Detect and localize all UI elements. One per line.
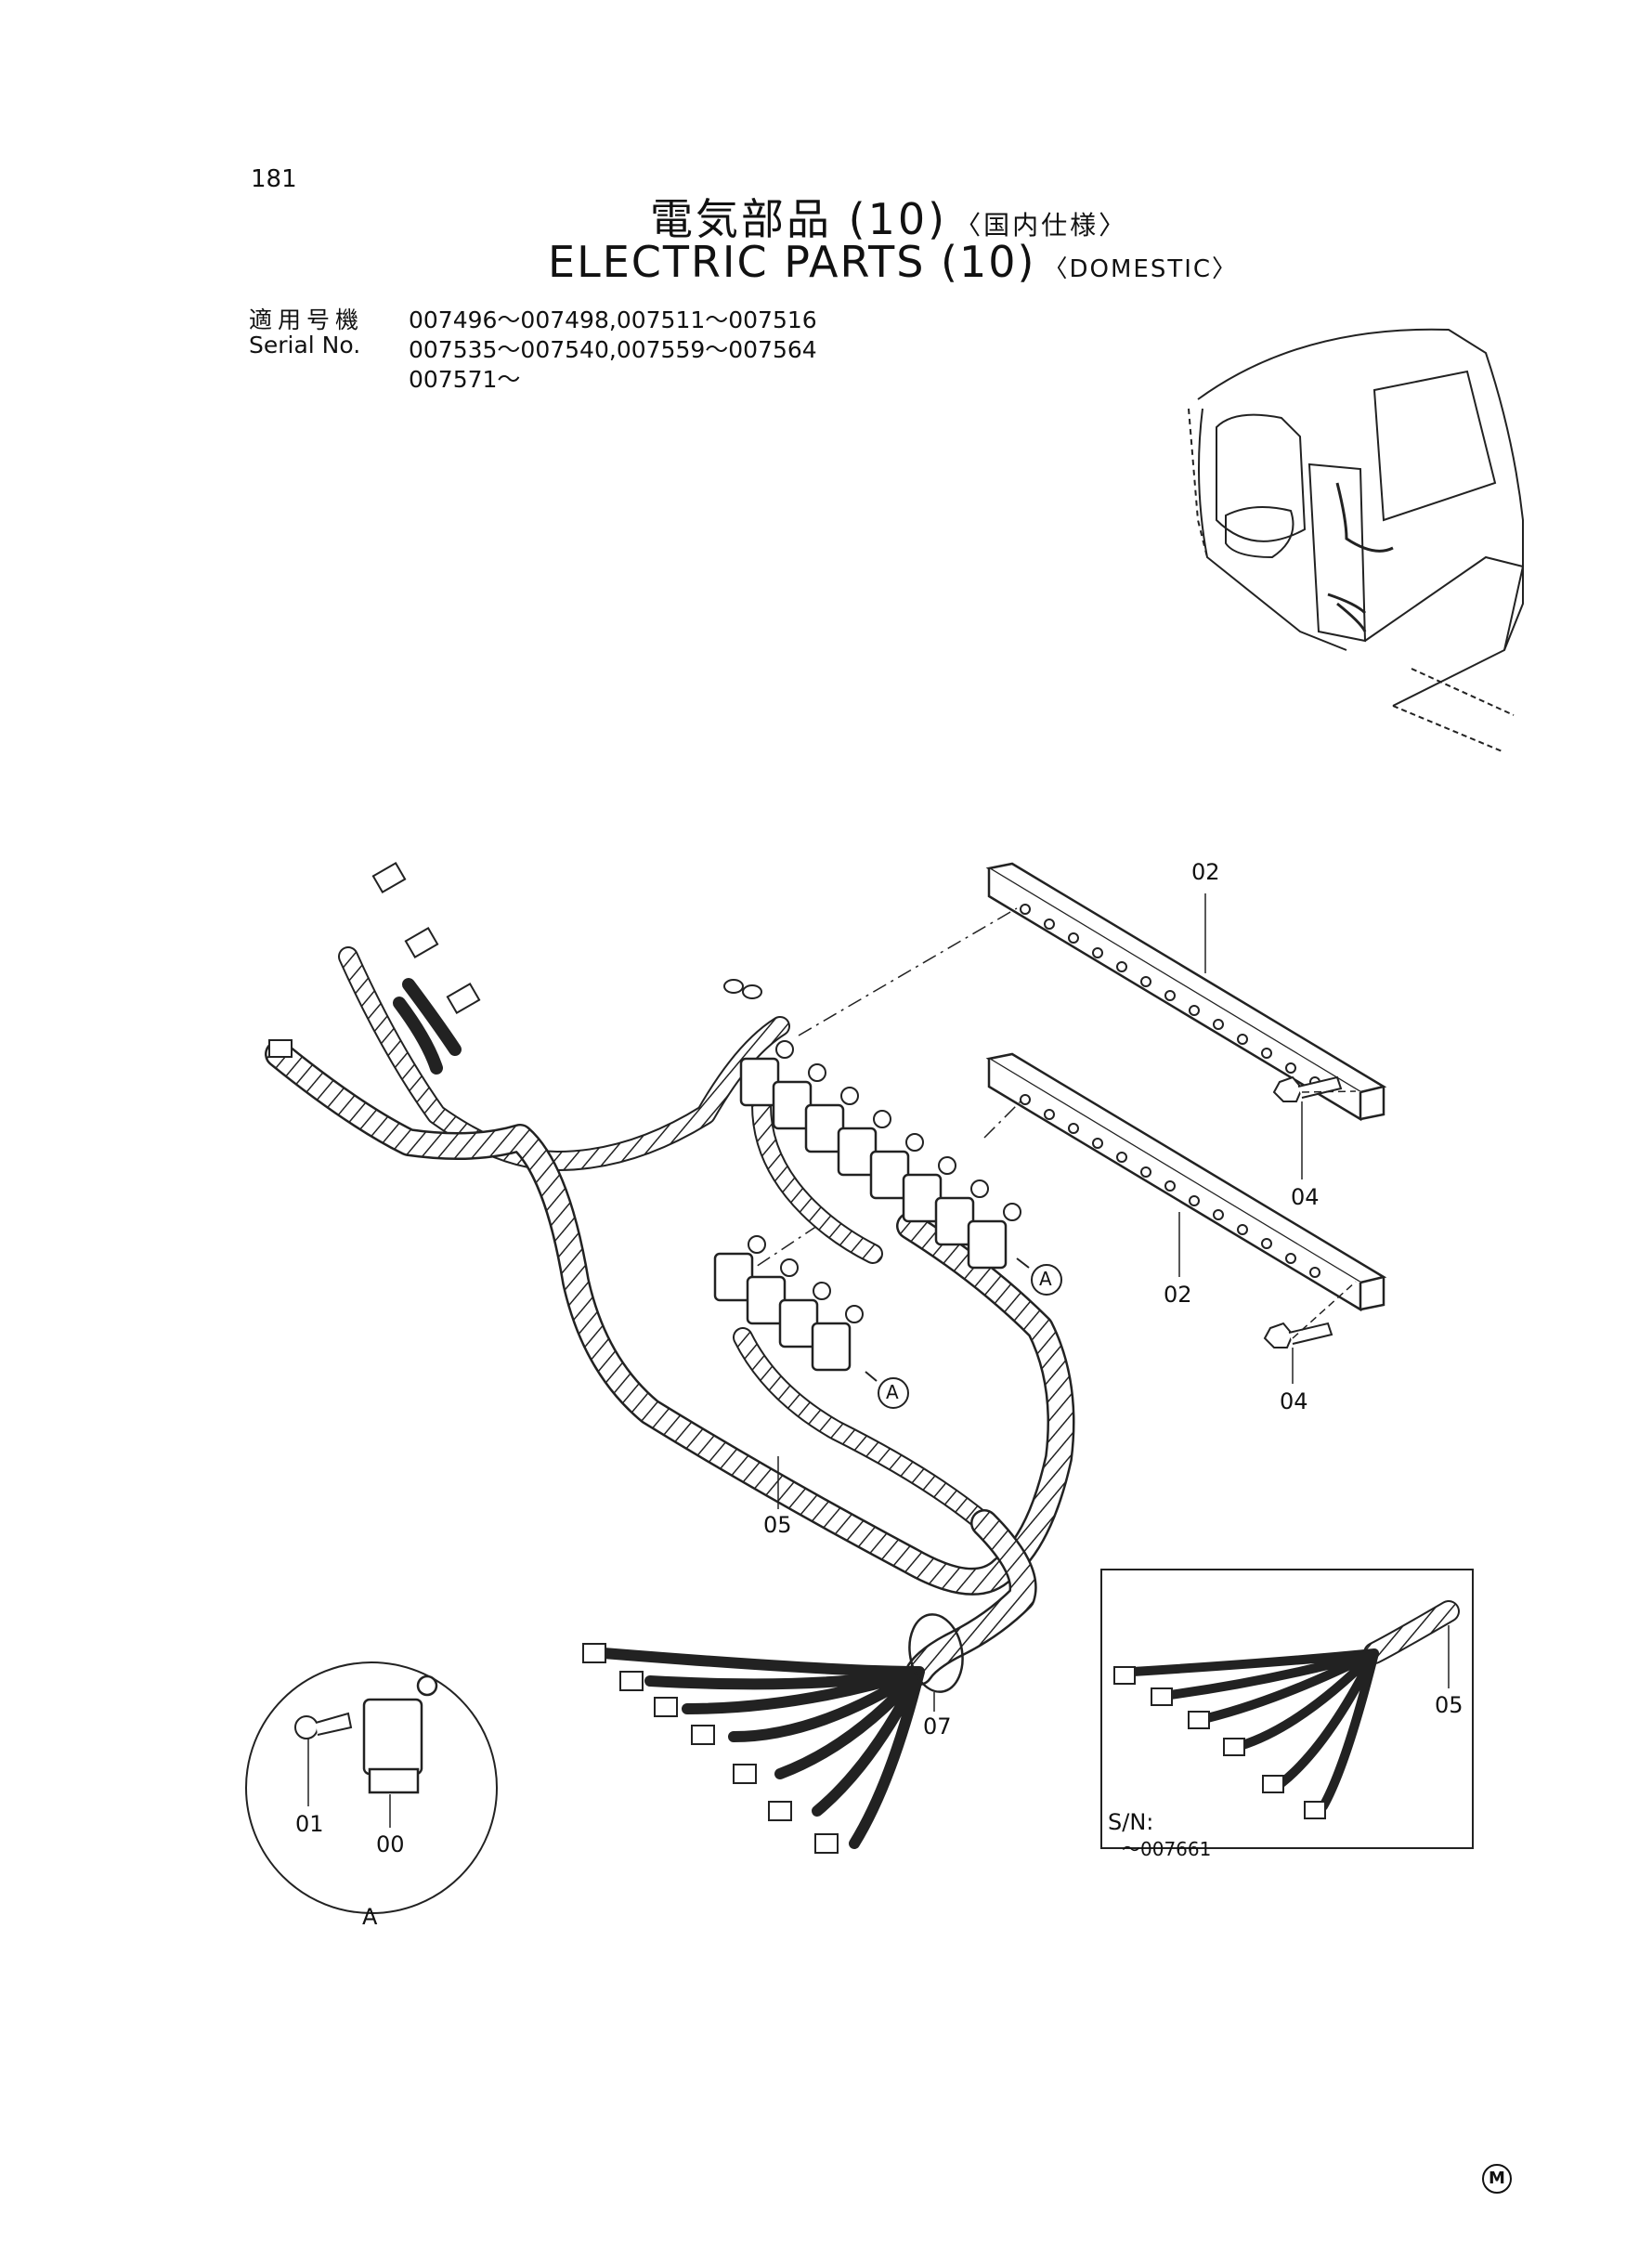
title-ja-text: 電気部品 (10)	[650, 194, 948, 244]
footer-circled-mark: M	[1482, 2164, 1512, 2194]
harness-connectors-bottom	[582, 1643, 839, 1854]
inset-sn-value: ～007661	[1122, 1838, 1212, 1860]
page-number: 181	[251, 165, 297, 193]
callout-05-inset: 05	[1435, 1692, 1463, 1718]
serial-label-ja: 適用号機	[249, 306, 365, 333]
callout-00: 00	[376, 1831, 405, 1857]
excavator-cab-illustration	[1188, 328, 1525, 753]
serial-line-3: 007571～	[409, 366, 521, 393]
bracket-bottom-holes	[1020, 1094, 1320, 1278]
callout-02-bottom: 02	[1164, 1282, 1192, 1308]
serial-line-2: 007535～007540,007559～007564	[409, 336, 817, 363]
title-en-tag: 〈DOMESTIC〉	[1043, 255, 1239, 283]
relay-group-lower	[713, 1252, 852, 1372]
guide-line-2	[983, 1100, 1022, 1139]
title-en-text: ELECTRIC PARTS (10)	[548, 237, 1036, 287]
callout-05-main: 05	[763, 1512, 792, 1538]
detail-relay	[362, 1674, 438, 1794]
callout-01: 01	[295, 1811, 324, 1837]
inset-harness	[1128, 1600, 1460, 1811]
clamp-07	[908, 1613, 964, 1693]
bolt-line-bottom	[1292, 1281, 1357, 1339]
bolt-line-top	[1301, 1090, 1357, 1093]
detail-a-label: A	[362, 1904, 378, 1930]
detail-a-circle	[245, 1661, 498, 1914]
callout-04-top: 04	[1291, 1184, 1320, 1210]
title-english: ELECTRIC PARTS (10)〈DOMESTIC〉	[548, 237, 1238, 287]
relay-bolts-lower	[748, 1235, 864, 1323]
ref-a2-label: A	[886, 1381, 899, 1403]
serial-label-en: Serial No.	[249, 332, 361, 358]
title-japanese: 電気部品 (10)〈国内仕様〉	[650, 186, 1127, 247]
bolt-04-bottom	[1263, 1322, 1333, 1348]
detail-bolt	[294, 1712, 353, 1739]
guide-line-3	[733, 1225, 818, 1283]
inset-connectors	[1113, 1666, 1326, 1819]
callout-04-bottom: 04	[1280, 1388, 1308, 1414]
ref-a1-label: A	[1039, 1268, 1052, 1290]
leader-lines	[777, 893, 1450, 1712]
callout-02-top: 02	[1191, 859, 1220, 885]
relay-group-upper	[739, 1057, 1008, 1270]
guide-line-1	[798, 907, 1018, 1036]
callout-07: 07	[923, 1713, 952, 1739]
inset-sn-label: S/N:	[1108, 1809, 1154, 1835]
ref-circle-a-2	[865, 1371, 909, 1409]
relay-bolts-upper	[775, 1040, 1021, 1221]
inset-box	[1100, 1569, 1474, 1849]
ref-circle-a-1	[1016, 1257, 1062, 1296]
serial-line-1: 007496～007498,007511～007516	[409, 306, 817, 333]
harness-connectors-top	[268, 861, 762, 1058]
harness-05	[265, 946, 1075, 1849]
title-ja-tag: 〈国内仕様〉	[955, 210, 1128, 241]
